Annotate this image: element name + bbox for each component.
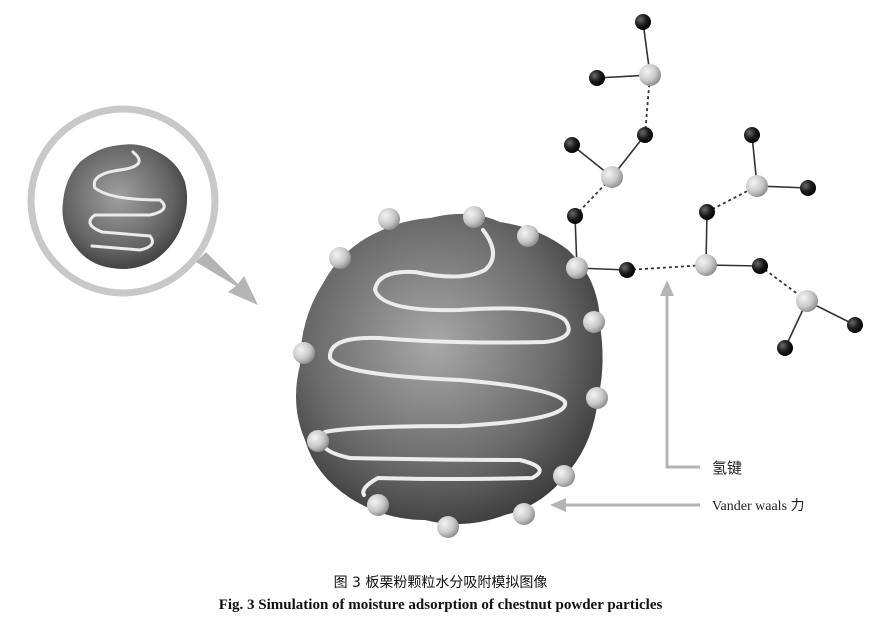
surface-bead [367,494,389,516]
dark-atom [800,180,816,196]
van-der-waals-arrowhead [550,498,566,512]
particle-body [296,213,603,525]
zoom-inset [27,105,258,305]
figure-caption-english: Fig. 3 Simulation of moisture adsorption… [218,597,663,613]
surface-bead [378,208,400,230]
surface-bead [437,516,459,538]
light-atom [695,254,717,276]
dark-atom [699,204,715,220]
light-atom [746,175,768,197]
small-particle [62,144,188,269]
surface-bead [553,465,575,487]
dark-atom [635,14,651,30]
dark-atoms [564,14,863,356]
moisture-adsorption-diagram: 氢键 Vander waals 力 [27,14,863,538]
light-atom [639,64,661,86]
figure-caption-chinese: 图 3 板栗粉颗粒水分吸附模拟图像 [333,575,548,591]
surface-bead [329,247,351,269]
particle-chain-line [319,228,571,497]
dark-atom [589,70,605,86]
hydrogen-bond-pointer: 氢键 [660,280,742,477]
light-atom [566,257,588,279]
light-atoms [566,64,818,312]
hydrogen-bond-lines [574,74,808,302]
hydrogen-bond-arrow-line [665,290,700,469]
hydrogen-bond-label: 氢键 [712,460,742,477]
van-der-waals-pointer: Vander waals 力 [550,498,805,514]
dark-atom [564,137,580,153]
large-particle [296,213,603,525]
hydrogen-bond-arrowhead [660,280,674,296]
surface-bead [517,225,539,247]
dark-atom [637,127,653,143]
surface-bead [513,503,535,525]
van-der-waals-label: Vander waals 力 [712,498,805,514]
dark-atom [847,317,863,333]
dark-atom [744,127,760,143]
surface-bead [293,342,315,364]
light-atom [601,166,623,188]
dark-atom [619,262,635,278]
surface-bead [586,387,608,409]
hydrogen-bond-dash [626,264,707,271]
surface-bead [307,430,329,452]
surface-bead [583,311,605,333]
surface-bead [463,206,485,228]
zoom-arrow [196,252,258,305]
dark-atom [777,340,793,356]
dark-atom [567,208,583,224]
light-atom [796,290,818,312]
dark-atom [752,258,768,274]
small-chain-line [88,150,166,252]
surface-beads [293,206,608,538]
